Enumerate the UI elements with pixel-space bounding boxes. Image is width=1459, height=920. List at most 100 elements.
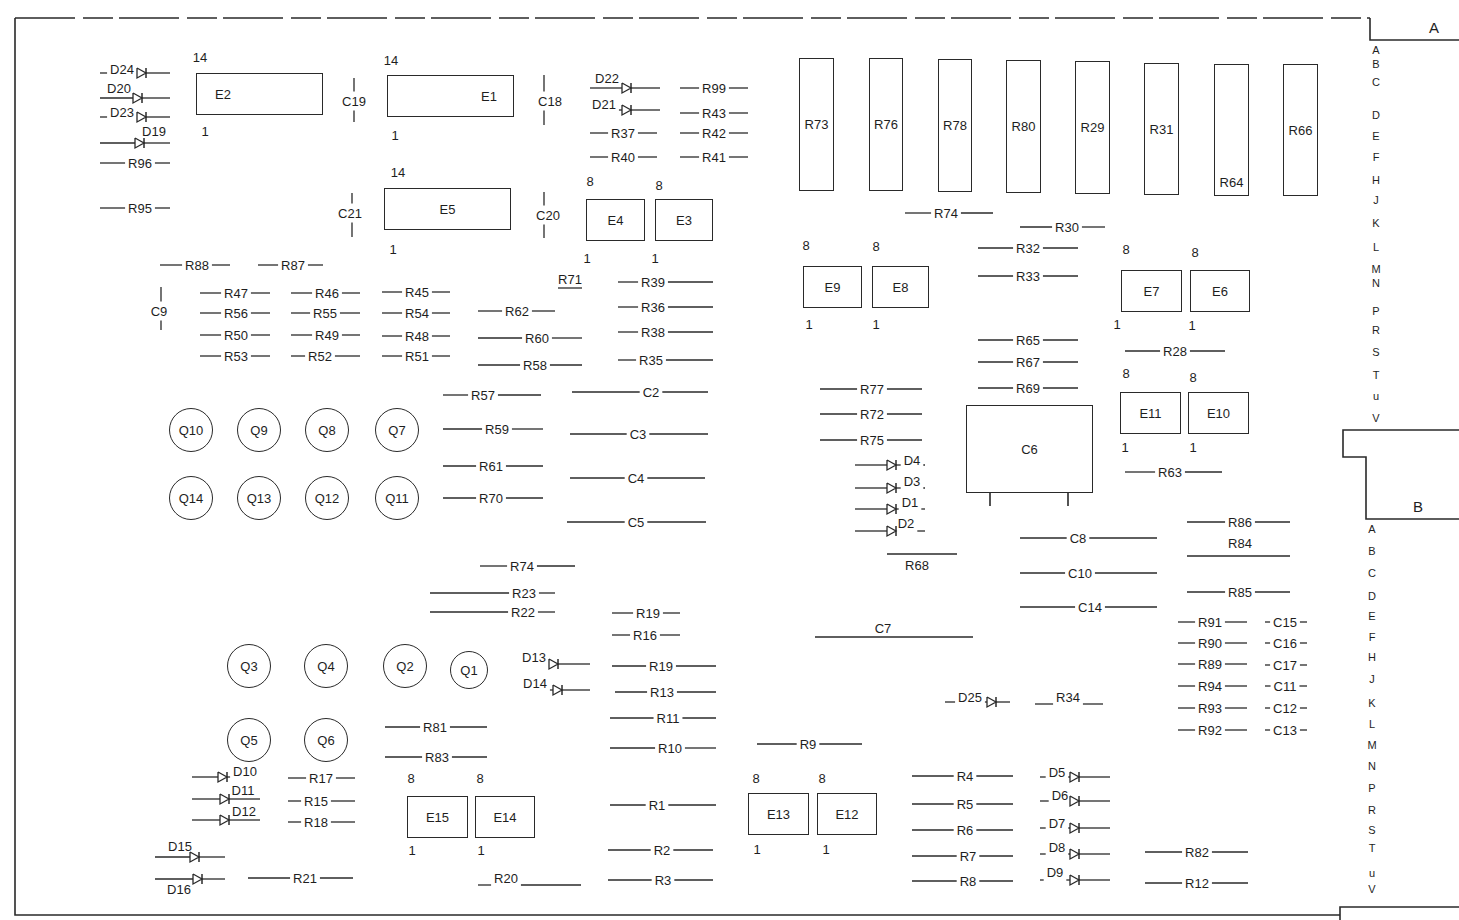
ic-package: E9: [803, 266, 862, 308]
leader-line: [229, 798, 260, 799]
leader-line: [979, 855, 1013, 856]
part-label: R40: [611, 151, 635, 164]
leader-line: [618, 331, 638, 332]
transistor-outline: Q3: [227, 644, 271, 688]
leader-line: [202, 878, 225, 879]
leader-line: [1040, 827, 1046, 828]
transistor-outline: Q12: [305, 476, 349, 520]
diode-label: D14: [523, 677, 547, 690]
leader-line: [550, 364, 582, 365]
leader-line: [155, 162, 170, 163]
pin-number: 8: [1122, 367, 1129, 380]
leader-line: [100, 116, 107, 117]
ic-package: E4: [586, 199, 645, 241]
leader-line: [612, 612, 633, 613]
diode-triangle: [137, 112, 146, 122]
diode-triangle: [622, 105, 631, 115]
leader-line: [200, 355, 221, 356]
pin-number: 8: [752, 772, 759, 785]
transistor-outline: Q11: [375, 476, 419, 520]
component-designator: E5: [440, 203, 456, 216]
diode-symbol: [553, 685, 562, 695]
diode-triangle: [137, 68, 146, 78]
pin-letter: E: [1368, 611, 1375, 622]
pin-number: 1: [201, 125, 208, 138]
diode-label: D10: [233, 765, 257, 778]
diode-bar: [895, 526, 897, 536]
part-label: C8: [1070, 532, 1087, 545]
pin-letter: K: [1368, 698, 1375, 709]
leader-line: [100, 97, 133, 98]
leader-line: [192, 819, 220, 820]
leader-line: [1300, 664, 1307, 665]
leader-line: [450, 726, 487, 727]
leader-line: [677, 691, 716, 692]
leader-line: [668, 281, 713, 282]
component-designator: E6: [1212, 285, 1228, 298]
diode-label: D4: [904, 454, 921, 467]
part-label: R47: [224, 287, 248, 300]
diode-bar: [895, 483, 897, 493]
part-label: R7: [960, 850, 977, 863]
pin-letter: K: [1372, 218, 1379, 229]
leader-line: [673, 849, 713, 850]
diode-label: D22: [595, 72, 619, 85]
part-label: R91: [1198, 616, 1222, 629]
component-designator: Q7: [388, 424, 405, 437]
diode-symbol: [1070, 875, 1079, 885]
part-label: R50: [224, 329, 248, 342]
leader-line: [608, 879, 652, 880]
part-label: R10: [658, 742, 682, 755]
transistor-outline: Q8: [305, 408, 349, 452]
diode-bar: [995, 697, 997, 707]
leader-line: [676, 665, 716, 666]
diode-triangle: [1070, 875, 1079, 885]
leader-line: [432, 355, 450, 356]
leader-line: [385, 726, 420, 727]
ic-package: E6: [1190, 270, 1250, 312]
leader-line: [1265, 642, 1270, 643]
leader-line: [612, 634, 630, 635]
leader-line: [979, 880, 1013, 881]
leader-line: [432, 312, 450, 313]
diode-label: D5: [1049, 766, 1066, 779]
transistor-outline: Q7: [375, 408, 419, 452]
leader-line: [1082, 226, 1105, 227]
leader-line: [336, 777, 355, 778]
ic-package: E2: [196, 73, 323, 115]
part-label: R43: [702, 107, 726, 120]
leader-line: [1187, 521, 1225, 522]
component-designator: E11: [1139, 407, 1161, 420]
leader-line: [478, 310, 502, 311]
pin-letter: H: [1368, 652, 1376, 663]
part-label: R6: [957, 824, 974, 837]
leader-line: [353, 111, 354, 123]
leader-line: [1225, 621, 1247, 622]
transistor-outline: Q6: [304, 718, 348, 762]
leader-line: [1079, 853, 1110, 854]
diode-bar: [895, 460, 897, 470]
leader-line: [155, 207, 170, 208]
pin-letter: A: [1372, 45, 1379, 56]
pin-letter: N: [1368, 761, 1376, 772]
leader-line: [567, 521, 625, 522]
diode-symbol: [137, 112, 146, 122]
leader-line: [923, 464, 925, 465]
leader-line: [976, 829, 1013, 830]
component-designator: E2: [215, 88, 231, 101]
diode-triangle: [553, 685, 562, 695]
leader-line: [663, 612, 680, 613]
component-designator: R31: [1150, 123, 1174, 136]
ic-package: E12: [817, 793, 877, 835]
diode-label: D23: [110, 106, 134, 119]
leader-line: [610, 747, 655, 748]
board-edge: [15, 18, 1340, 915]
pin-number: 1: [651, 252, 658, 265]
part-label: R85: [1228, 586, 1252, 599]
leader-line: [539, 592, 555, 593]
part-label: R71: [558, 273, 582, 286]
leader-line: [668, 331, 713, 332]
pin-letter: C: [1368, 568, 1376, 579]
pin-letter: D: [1368, 591, 1376, 602]
leader-line: [155, 878, 193, 879]
